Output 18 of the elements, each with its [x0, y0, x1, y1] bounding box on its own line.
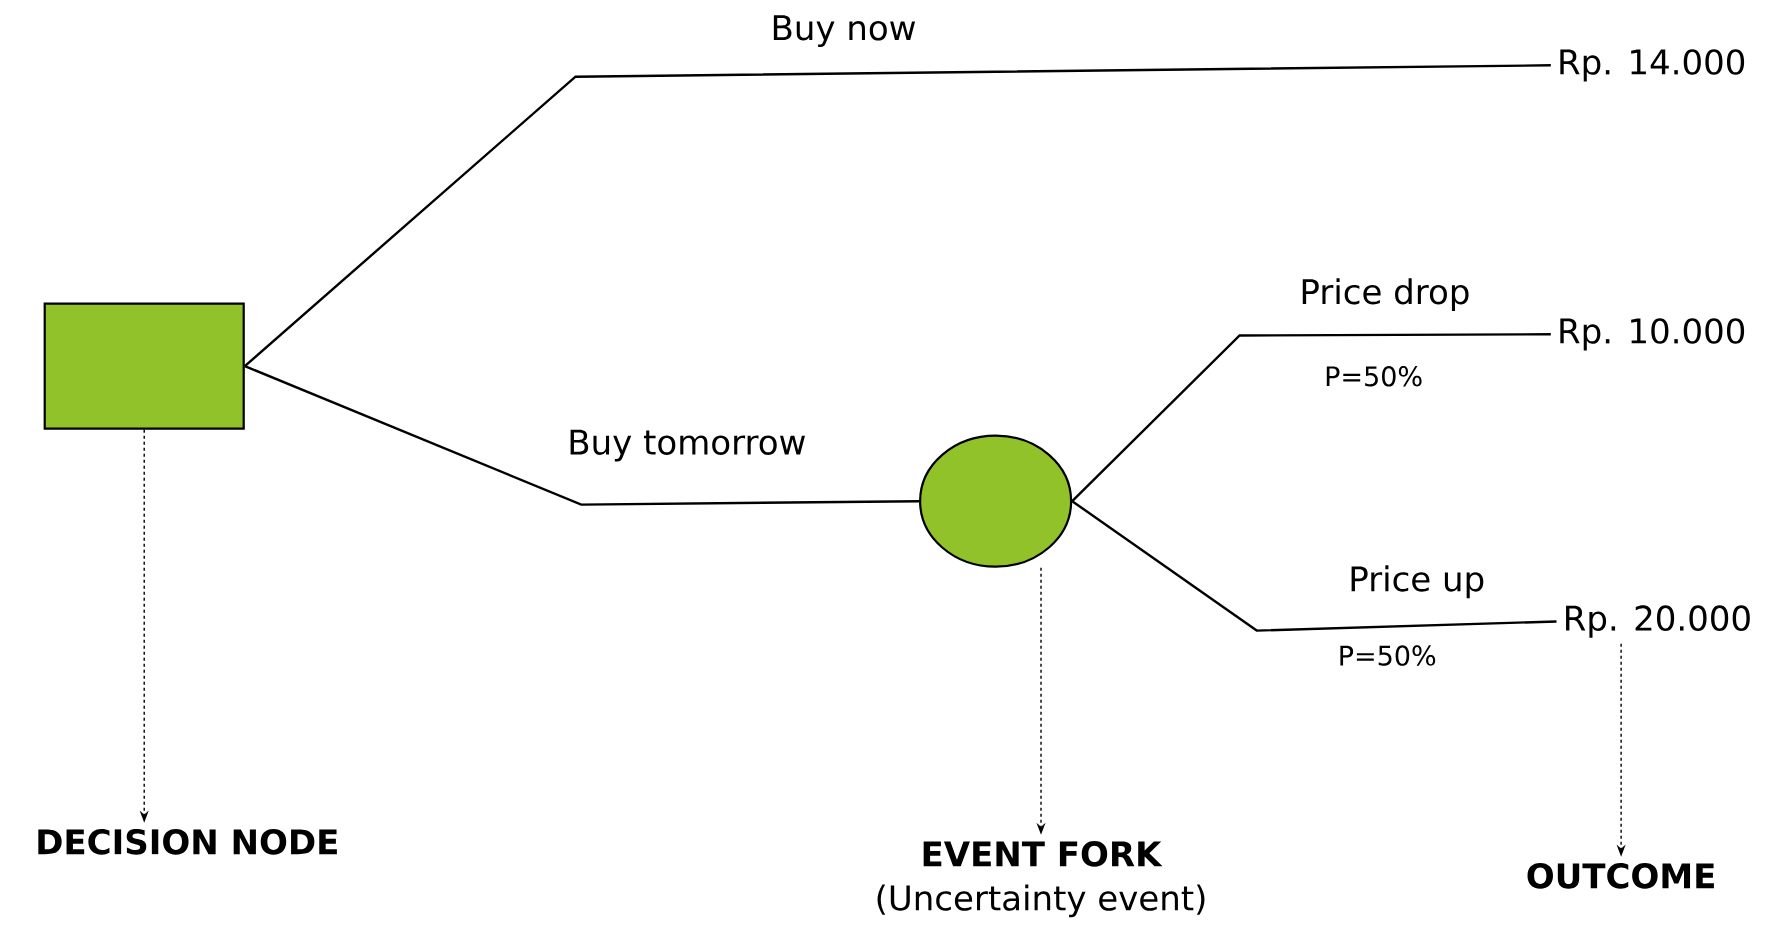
annotation-label: OUTCOME: [1527, 862, 1714, 889]
outcome-value: Rp. 14.000: [1560, 49, 1745, 82]
annotation-label: DECISION NODE: [38, 828, 337, 855]
edge-label: Price up: [1346, 563, 1488, 601]
outcome-value: Rp. 20.000: [1566, 605, 1750, 638]
branch-line: [244, 64, 1551, 367]
branch-line: [1071, 333, 1551, 503]
probability-label: P=50%: [1326, 366, 1422, 387]
box-node: [43, 302, 245, 430]
branch-line: [1071, 500, 1557, 632]
edge-label: Price drop: [1297, 276, 1473, 314]
edge-label: Buy now: [768, 13, 919, 50]
chance-node: [919, 434, 1073, 568]
probability-label: P=50%: [1340, 645, 1436, 666]
edge-label: Buy tomorrow: [565, 427, 809, 464]
branch-line: [244, 365, 920, 506]
annotation-label: EVENT FORK (Uncertainty event): [877, 841, 1205, 918]
outcome-value: Rp. 10.000: [1560, 318, 1745, 351]
